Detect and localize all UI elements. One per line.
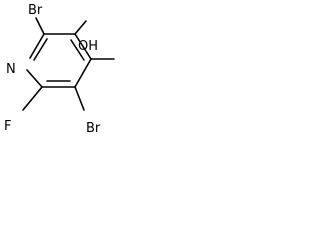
atom-label-layer: N Br OH Br F [4, 3, 101, 136]
bond-c5-br [74, 86, 85, 111]
nitrogen-label: N [6, 62, 16, 77]
hydroxyl-label: OH [78, 39, 98, 54]
bond-c3-c4 [74, 33, 92, 60]
molecule-svg: N Br OH Br F [4, 3, 115, 136]
fluorine-label: F [4, 119, 11, 134]
bottom-bromine-label: Br [86, 121, 101, 136]
structure-diagram: N Br OH Br F [0, 0, 164, 138]
top-bromine-label: Br [28, 3, 43, 18]
bond-c3-oh [74, 20, 87, 35]
bond-c4-c5 [74, 58, 92, 88]
bond-c6-n [26, 69, 43, 88]
bond-c6-f [22, 86, 43, 111]
bond-c2-n-inner [33, 38, 48, 61]
bond-c3-c4-inner [70, 39, 85, 61]
bond-c2-br [35, 17, 45, 35]
bond-n-c2 [29, 33, 45, 59]
bond-layer [22, 17, 115, 111]
